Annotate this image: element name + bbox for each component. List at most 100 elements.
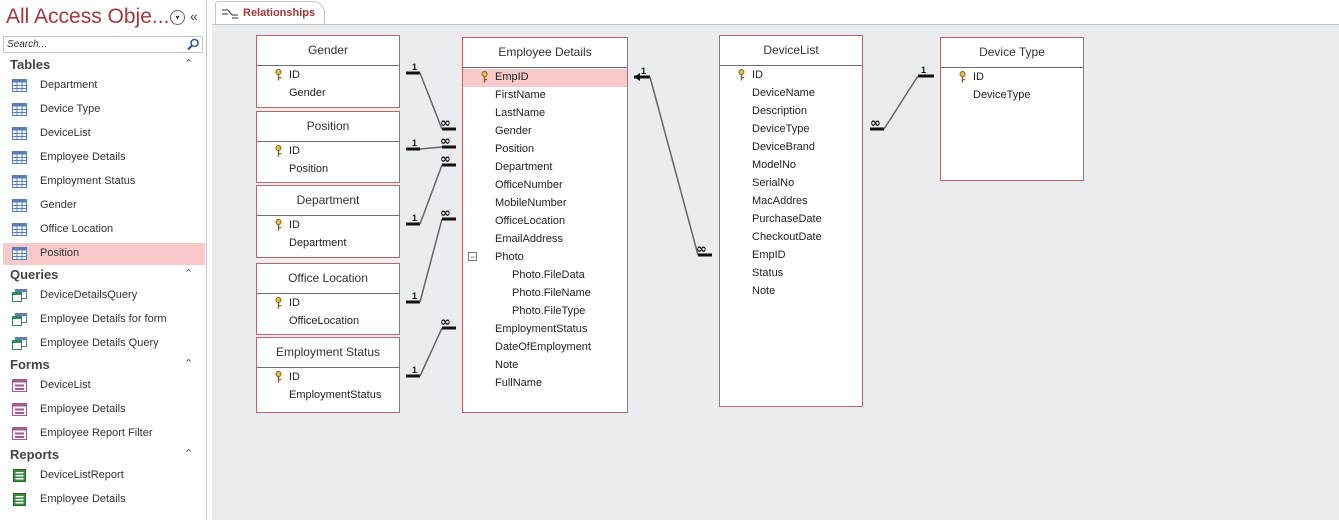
field-row-dateofemployment[interactable]: DateOfEmployment: [463, 339, 627, 357]
field-row-employmentstatus[interactable]: EmploymentStatus: [257, 387, 399, 405]
field-row-status[interactable]: Status: [720, 265, 862, 283]
nav-item-employee-details-for-form[interactable]: Employee Details for form: [3, 309, 205, 331]
field-row-employmentstatus[interactable]: EmploymentStatus: [463, 321, 627, 339]
nav-menu-dropdown-icon[interactable]: ▾: [170, 10, 185, 25]
table-title[interactable]: Office Location: [257, 264, 399, 294]
relationship-empid[interactable]: 1 ∞: [634, 66, 712, 257]
table-box-employee-details[interactable]: Employee Details EmpID FirstName LastNam…: [462, 37, 628, 413]
field-row-note[interactable]: Note: [463, 357, 627, 375]
collapse-minus-icon[interactable]: −: [468, 252, 477, 262]
nav-item-form-devicelist[interactable]: DeviceList: [3, 375, 205, 397]
field-row-position[interactable]: Position: [463, 141, 627, 159]
nav-item-gender[interactable]: Gender: [3, 195, 205, 217]
table-box-office-location[interactable]: Office Location ID OfficeLocation: [256, 263, 400, 335]
table-box-gender[interactable]: Gender ID Gender: [256, 35, 400, 108]
field-row-officelocation[interactable]: OfficeLocation: [463, 213, 627, 231]
table-box-employment-status[interactable]: Employment Status ID EmploymentStatus: [256, 337, 400, 413]
field-row-id[interactable]: ID: [720, 67, 862, 85]
relationship-department[interactable]: 1 ∞: [406, 152, 456, 226]
field-row-id[interactable]: ID: [941, 69, 1083, 87]
table-title[interactable]: DeviceList: [720, 36, 862, 66]
field-row-emailaddress[interactable]: EmailAddress: [463, 231, 627, 249]
chevron-up-icon[interactable]: ⌃: [184, 358, 194, 370]
nav-item-form-employee-report-filter[interactable]: Employee Report Filter: [3, 423, 205, 445]
field-row-photo[interactable]: − Photo: [463, 249, 627, 267]
field-row-mobilenumber[interactable]: MobileNumber: [463, 195, 627, 213]
field-row-gender[interactable]: Gender: [257, 85, 399, 103]
field-row-empid[interactable]: EmpID: [720, 247, 862, 265]
field-row-checkoutdate[interactable]: CheckoutDate: [720, 229, 862, 247]
field-row-officenumber[interactable]: OfficeNumber: [463, 177, 627, 195]
nav-item-devicelist[interactable]: DeviceList: [3, 123, 205, 145]
field-row-id[interactable]: ID: [257, 67, 399, 85]
group-header-tables[interactable]: Tables ⌃: [0, 55, 206, 75]
table-title[interactable]: Gender: [257, 36, 399, 66]
nav-item-form-employee-details[interactable]: Employee Details: [3, 399, 205, 421]
field-row-photo-filetype[interactable]: Photo.FileType: [463, 303, 627, 321]
field-row-id[interactable]: ID: [257, 217, 399, 235]
field-row-gender[interactable]: Gender: [463, 123, 627, 141]
group-header-queries[interactable]: Queries ⌃: [0, 265, 206, 285]
field-row-macaddres[interactable]: MacAddres: [720, 193, 862, 211]
table-title[interactable]: Employee Details: [463, 38, 627, 68]
field-row-photo-filedata[interactable]: Photo.FileData: [463, 267, 627, 285]
nav-item-device-type[interactable]: Device Type: [3, 99, 205, 121]
nav-item-employment-status[interactable]: Employment Status: [3, 171, 205, 193]
field-row-devicetype[interactable]: DeviceType: [720, 121, 862, 139]
relationship-position[interactable]: 1 ∞: [406, 134, 456, 151]
nav-item-employee-details-query[interactable]: Employee Details Query: [3, 333, 205, 355]
field-row-note[interactable]: Note: [720, 283, 862, 301]
field-row-officelocation[interactable]: OfficeLocation: [257, 313, 399, 331]
many-label: ∞: [440, 315, 451, 330]
table-title[interactable]: Device Type: [941, 38, 1083, 68]
chevron-up-icon[interactable]: ⌃: [184, 448, 194, 460]
shutter-bar-collapse-icon[interactable]: «: [190, 8, 198, 24]
nav-title[interactable]: All Access Obje...: [6, 5, 170, 28]
nav-item-position[interactable]: Position: [3, 243, 205, 265]
field-row-purchasedate[interactable]: PurchaseDate: [720, 211, 862, 229]
tab-relationships[interactable]: Relationships: [215, 1, 325, 24]
field-row-modelno[interactable]: ModelNo: [720, 157, 862, 175]
nav-item-report-devicelistreport[interactable]: DeviceListReport: [3, 465, 205, 487]
field-row-lastname[interactable]: LastName: [463, 105, 627, 123]
table-box-devicelist[interactable]: DeviceList ID DeviceName Description Dev…: [719, 35, 863, 407]
field-row-department[interactable]: Department: [463, 159, 627, 177]
table-box-department[interactable]: Department ID Department: [256, 185, 400, 258]
field-row-position[interactable]: Position: [257, 161, 399, 179]
field-row-id[interactable]: ID: [257, 143, 399, 161]
field-name: FullName: [495, 377, 543, 389]
field-row-devicename[interactable]: DeviceName: [720, 85, 862, 103]
table-title[interactable]: Employment Status: [257, 338, 399, 368]
search-icon[interactable]: [186, 38, 200, 51]
group-header-forms[interactable]: Forms ⌃: [0, 355, 206, 375]
field-row-department[interactable]: Department: [257, 235, 399, 253]
relationship-office-location[interactable]: 1 ∞: [406, 206, 456, 304]
table-box-position[interactable]: Position ID Position: [256, 111, 400, 183]
field-row-fullname[interactable]: FullName: [463, 375, 627, 393]
nav-item-devicedetailsquery[interactable]: DeviceDetailsQuery: [3, 285, 205, 307]
search-input[interactable]: [5, 38, 185, 51]
chevron-up-icon[interactable]: ⌃: [184, 58, 194, 70]
relationship-employment-status[interactable]: 1 ∞: [406, 315, 456, 378]
field-row-devicetype[interactable]: DeviceType: [941, 87, 1083, 105]
nav-item-employee-details[interactable]: Employee Details: [3, 147, 205, 169]
nav-item-office-location[interactable]: Office Location: [3, 219, 205, 241]
relationships-canvas[interactable]: 1 ∞ 1 ∞ 1 ∞: [212, 25, 1339, 520]
field-row-id[interactable]: ID: [257, 369, 399, 387]
field-row-firstname[interactable]: FirstName: [463, 87, 627, 105]
table-box-device-type[interactable]: Device Type ID DeviceType: [940, 37, 1084, 181]
field-row-photo-filename[interactable]: Photo.FileName: [463, 285, 627, 303]
field-row-description[interactable]: Description: [720, 103, 862, 121]
table-title[interactable]: Department: [257, 186, 399, 216]
nav-item-report-employee-details[interactable]: Employee Details: [3, 489, 205, 511]
field-row-id[interactable]: ID: [257, 295, 399, 313]
field-row-serialno[interactable]: SerialNo: [720, 175, 862, 193]
relationship-device-type[interactable]: 1 ∞: [870, 65, 934, 131]
field-row-devicebrand[interactable]: DeviceBrand: [720, 139, 862, 157]
field-row-empid[interactable]: EmpID: [463, 69, 627, 87]
relationship-gender[interactable]: 1 ∞: [406, 62, 456, 131]
group-header-reports[interactable]: Reports ⌃: [0, 445, 206, 465]
nav-item-department[interactable]: Department: [3, 75, 205, 97]
chevron-up-icon[interactable]: ⌃: [184, 268, 194, 280]
table-title[interactable]: Position: [257, 112, 399, 142]
